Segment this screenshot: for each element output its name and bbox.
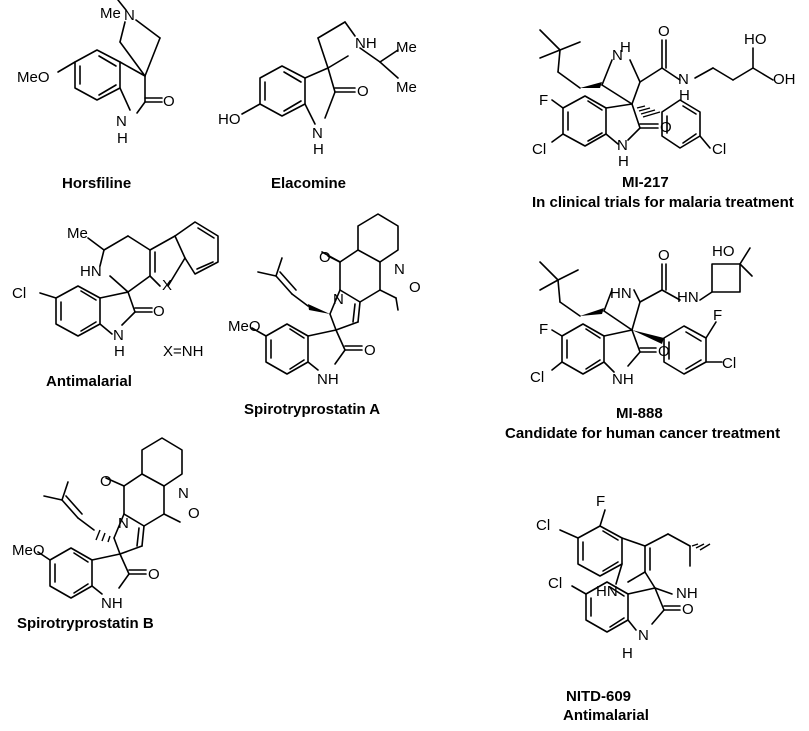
spiroB-o3-label: O xyxy=(148,566,160,583)
mi217-nh-n-label: N xyxy=(617,137,628,154)
spiroA-o3-label: O xyxy=(364,342,376,359)
mi217-ring-h-label: H xyxy=(620,39,631,56)
elacomine-nh-label: NH xyxy=(355,35,377,52)
nitd609-hn-label: HN xyxy=(596,583,618,600)
nitd609-f-label: F xyxy=(596,493,605,510)
nitd609-nh-label: NH xyxy=(676,585,698,602)
mi888-cl2-label: Cl xyxy=(530,369,544,386)
compound-mi888: HO O HN HN F Cl F Cl O NH MI-888 Candida… xyxy=(505,243,780,442)
compound-elacomine: NH Me Me HO O N H Elacomine xyxy=(218,21,417,192)
nitd609-o-label: O xyxy=(682,601,694,618)
horsfiline-nh-n-label: N xyxy=(116,113,127,130)
nitd609-bonds xyxy=(559,509,711,633)
mi888-hn-label: HN xyxy=(677,289,699,306)
elacomine-o-label: O xyxy=(357,83,369,100)
mi888-o2-label: O xyxy=(658,343,670,360)
spiroA-nh-label: NH xyxy=(317,371,339,388)
horsfiline-o-label: O xyxy=(163,93,175,110)
horsfiline-meo-label: MeO xyxy=(17,69,50,86)
mi217-amide-n-label: N xyxy=(678,71,689,88)
compound-spirotryprostatin-b: O N O N MeO O NH Spirotryprostatin B xyxy=(12,437,200,632)
nitd609-h-label: H xyxy=(622,645,633,662)
compound-nitd609: F Cl HN NH Cl O N H NITD-609 Antimalaria… xyxy=(536,493,711,724)
mi888-nh-label: NH xyxy=(612,371,634,388)
nitd609-name: NITD-609 xyxy=(566,688,631,705)
nitd609-n-label: N xyxy=(638,627,649,644)
mi217-subtitle: In clinical trials for malaria treatment xyxy=(532,194,794,211)
horsfiline-bonds xyxy=(57,0,163,114)
spiroA-meo-label: MeO xyxy=(228,318,261,335)
mi888-bonds xyxy=(539,247,753,375)
mi888-ho-label: HO xyxy=(712,243,735,260)
antimalarial-x-label: X xyxy=(162,277,172,294)
nitd609-cl2-label: Cl xyxy=(548,575,562,592)
mi217-nh-h-label: H xyxy=(618,153,629,170)
antimalarial-h-label: H xyxy=(114,343,125,360)
mi888-f1-label: F xyxy=(713,307,722,324)
horsfiline-n-label: N xyxy=(124,7,135,24)
mi217-bonds xyxy=(539,29,774,149)
compound-horsfiline: Me N MeO O N H Horsfiline xyxy=(17,0,175,192)
elacomine-ho-label: HO xyxy=(218,111,241,128)
elacomine-me1-label: Me xyxy=(396,39,417,56)
spiroA-o2-label: O xyxy=(409,279,421,296)
horsfiline-name: Horsfiline xyxy=(62,175,131,192)
mi217-ring-n-label: N xyxy=(612,47,623,64)
mi217-oh-label: OH xyxy=(773,71,796,88)
compound-spirotryprostatin-a: O N O N MeO O NH Spirotryprostatin A xyxy=(228,213,421,418)
spiroA-n2-label: N xyxy=(394,261,405,278)
mi888-cl1-label: Cl xyxy=(722,355,736,372)
compound-mi217: N H O N H HO OH F Cl O Cl N H MI-217 In … xyxy=(532,23,796,211)
elacomine-name: Elacomine xyxy=(271,175,346,192)
antimalarial-me-label: Me xyxy=(67,225,88,242)
horsfiline-me-label: Me xyxy=(100,5,121,22)
spiroB-meo-label: MeO xyxy=(12,542,45,559)
compound-antimalarial: Me HN Cl X O N H X=NH Antimalarial xyxy=(12,221,219,390)
mi217-o1-label: O xyxy=(658,23,670,40)
elacomine-me2-label: Me xyxy=(396,79,417,96)
antimalarial-name: Antimalarial xyxy=(46,373,132,390)
mi888-ring-hn-label: HN xyxy=(610,285,632,302)
mi888-o-label: O xyxy=(658,247,670,264)
mi217-cl2-label: Cl xyxy=(712,141,726,158)
spiroB-name: Spirotryprostatin B xyxy=(17,615,154,632)
antimalarial-hn-label: HN xyxy=(80,263,102,280)
elacomine-bonds xyxy=(241,21,399,125)
antimalarial-n-label: N xyxy=(113,327,124,344)
antimalarial-bonds xyxy=(39,221,219,337)
nitd609-cl1-label: Cl xyxy=(536,517,550,534)
mi217-cl1-label: Cl xyxy=(532,141,546,158)
spiroA-o1-label: O xyxy=(319,249,331,266)
nitd609-subtitle: Antimalarial xyxy=(563,707,649,724)
mi888-f2-label: F xyxy=(539,321,548,338)
spiroB-nh-label: NH xyxy=(101,595,123,612)
spiroB-n1-label: N xyxy=(118,515,129,532)
spiroA-n1-label: N xyxy=(333,291,344,308)
antimalarial-x-note: X=NH xyxy=(163,343,203,360)
mi888-name: MI-888 xyxy=(616,405,663,422)
mi217-amide-h-label: H xyxy=(679,87,690,104)
spiroB-bonds xyxy=(37,437,183,599)
elacomine-h-label: H xyxy=(313,141,324,158)
mi888-subtitle: Candidate for human cancer treatment xyxy=(505,425,780,442)
horsfiline-nh-h-label: H xyxy=(117,130,128,147)
antimalarial-cl-label: Cl xyxy=(12,285,26,302)
mi217-o2-label: O xyxy=(660,119,672,136)
mi217-name: MI-217 xyxy=(622,174,669,191)
antimalarial-o-label: O xyxy=(153,303,165,320)
mi217-ho-label: HO xyxy=(744,31,767,48)
spiroB-o1-label: O xyxy=(100,473,112,490)
spiroB-n2-label: N xyxy=(178,485,189,502)
spiroA-bonds xyxy=(251,213,399,375)
mi217-f-label: F xyxy=(539,92,548,109)
spiroB-o2-label: O xyxy=(188,505,200,522)
elacomine-n-label: N xyxy=(312,125,323,142)
spiroA-name: Spirotryprostatin A xyxy=(244,401,380,418)
